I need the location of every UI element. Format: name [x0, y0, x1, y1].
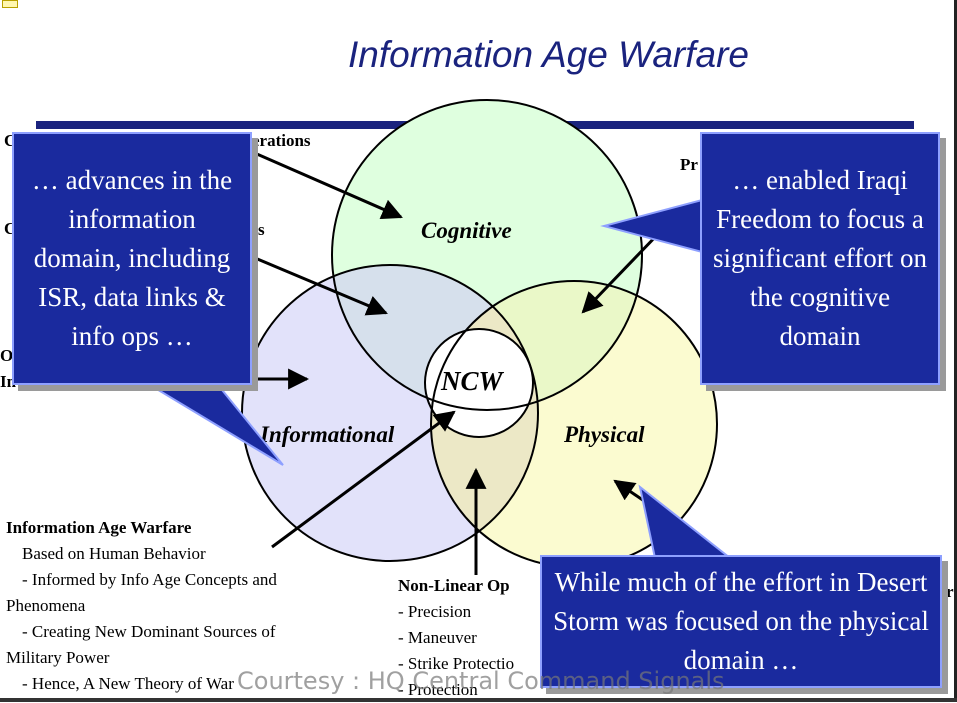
left-line: - Creating New Dominant Sources of [22, 622, 276, 641]
info-domain-callout: … advances in the information domain, in… [12, 132, 252, 385]
arrow-to-cog-phys-overlap [581, 230, 662, 314]
left-line: Military Power [6, 648, 110, 667]
mid-line: - Precision [398, 602, 472, 621]
mid-line: - Maneuver [398, 628, 477, 647]
arrow-to-cognitive [249, 149, 403, 220]
fragment-erations: erations [252, 131, 311, 150]
cognitive-label: Cognitive [421, 218, 512, 243]
ncw-label: NCW [440, 366, 505, 396]
left-line: Based on Human Behavior [22, 544, 206, 563]
arrow-to-ncw [271, 410, 456, 549]
physical-label: Physical [563, 422, 645, 447]
right-border [954, 0, 957, 702]
ncw-circle [424, 328, 534, 438]
mid-text-block: Non-Linear Op - Precision - Maneuver - S… [398, 573, 514, 703]
mid-line: - Protection [398, 680, 478, 699]
courtesy-watermark: Courtesy : HQ Central Command Signals [237, 667, 725, 695]
corner-icon [2, 0, 18, 8]
fragment-r: r [946, 582, 954, 601]
cognitive-callout: … enabled Iraqi Freedom to focus a signi… [700, 132, 940, 385]
mid-heading: Non-Linear Op [398, 576, 510, 595]
bottom-rule [0, 698, 957, 702]
left-heading: Information Age Warfare [6, 518, 192, 537]
fragment-o: O [0, 346, 14, 365]
physical-callout: While much of the effort in Desert Storm… [540, 555, 942, 688]
fragment-s: s [258, 220, 265, 239]
info-callout-pointer [146, 384, 284, 466]
left-line: - Informed by Info Age Concepts and [22, 570, 277, 589]
cognitive-outline [331, 99, 643, 411]
mid-line: - Strike Protectio [398, 654, 515, 673]
informational-label: Informational [259, 422, 395, 447]
left-line: Phenomena [6, 596, 86, 615]
fragment-pr: Pr [680, 155, 698, 174]
left-text-block: Information Age Warfare Based on Human B… [6, 515, 366, 697]
left-line: - Hence, A New Theory of War [22, 674, 234, 693]
arrow-to-cog-info-overlap [254, 256, 388, 316]
page-title: Information Age Warfare [347, 34, 750, 75]
